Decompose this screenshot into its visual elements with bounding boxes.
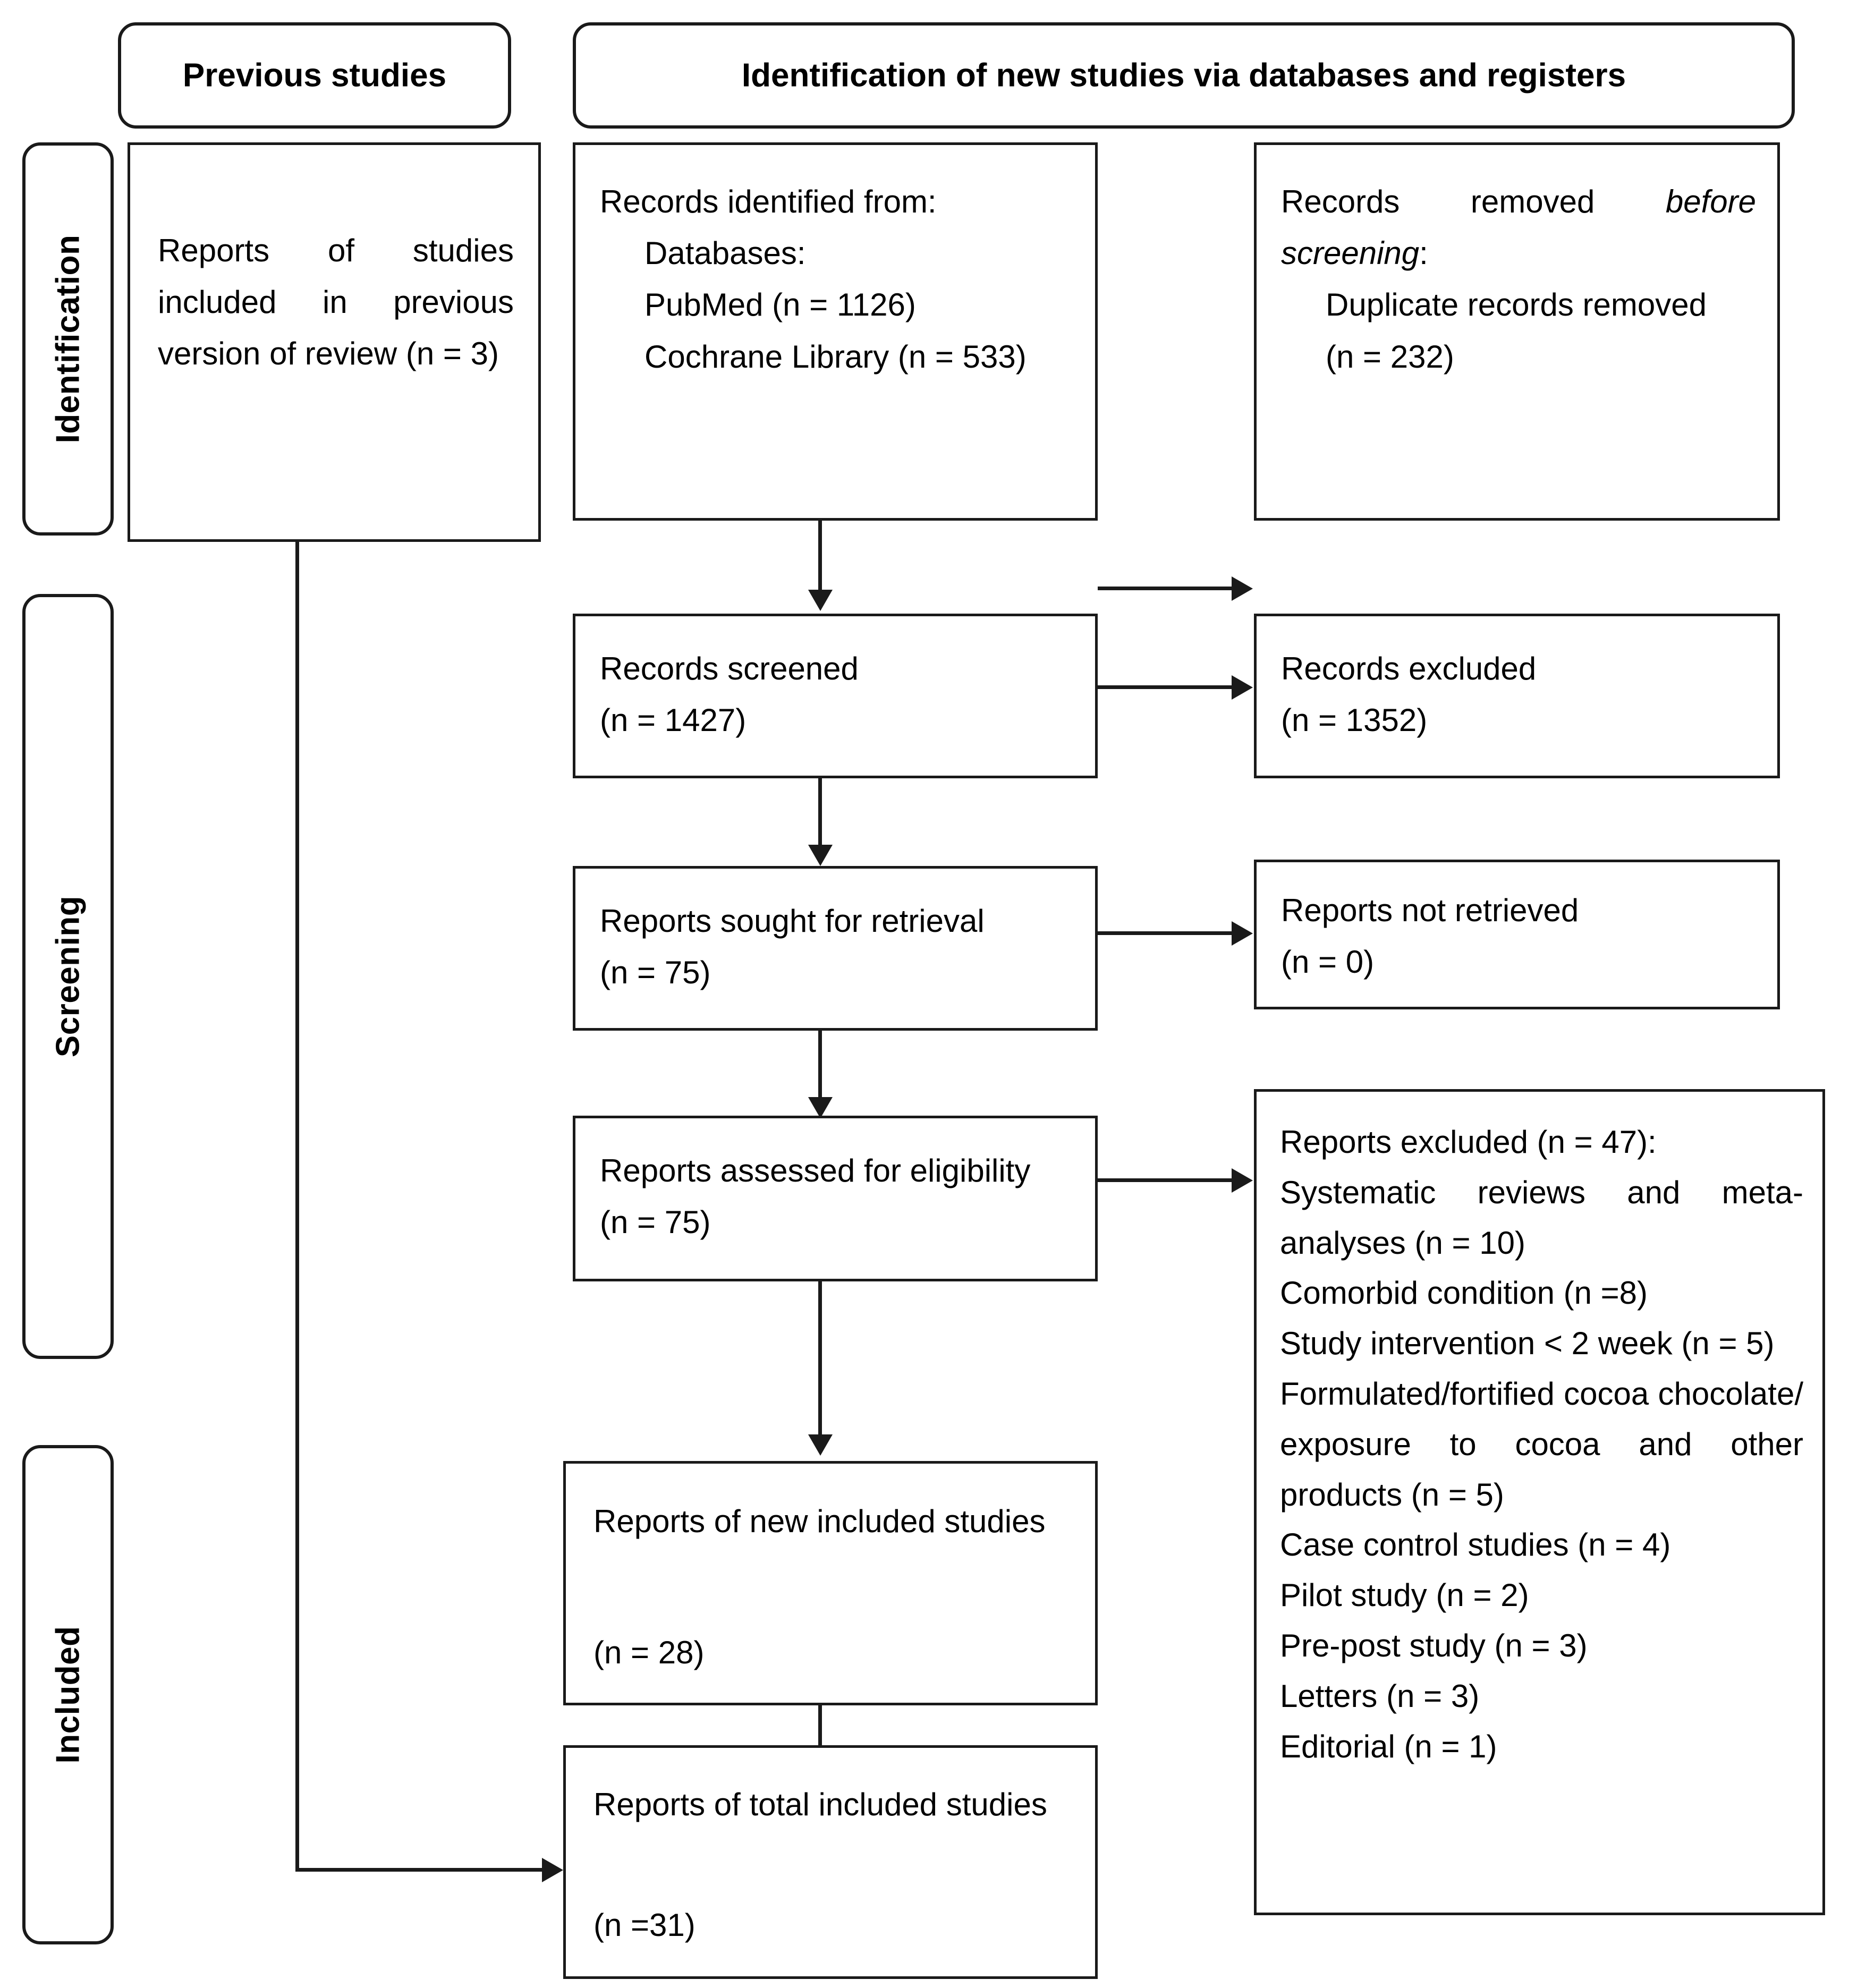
box-records-removed-body: Records removed before screening: Duplic… [1281, 176, 1756, 383]
records-identified-line-2: Databases: [644, 235, 806, 271]
records-removed-line-2: Duplicate records removed [1326, 287, 1707, 323]
header-new-identification-label: Identification of new studies via databa… [741, 57, 1626, 94]
reports-excluded-item-7: Letters (n = 3) [1280, 1678, 1480, 1714]
phase-label-included: Included [49, 1626, 87, 1764]
arrowhead-screened-to-sought [808, 845, 833, 866]
records-removed-italic: before screening [1281, 184, 1756, 271]
box-records-identified: Records identified from: Databases: PubM… [573, 142, 1098, 521]
box-reports-sought-body: Reports sought for retrieval (n = 75) [600, 895, 1074, 998]
records-excluded-line-2: (n = 1352) [1281, 702, 1428, 738]
records-identified-line-1: Records identified from: [600, 184, 937, 219]
records-screened-line-1: Records screened [600, 651, 859, 686]
reports-excluded-heading: Reports excluded (n = 47): [1280, 1124, 1657, 1160]
records-removed-line-1: Records removed before screening: [1281, 184, 1756, 271]
connector-screened-to-sought [818, 778, 822, 847]
box-reports-not-retrieved-body: Reports not retrieved (n = 0) [1281, 885, 1756, 988]
box-reports-assessed-body: Reports assessed for eligibility (n = 75… [600, 1145, 1074, 1248]
phase-rail-screening: Screening [22, 594, 114, 1359]
box-total-included-line-1: Reports of total included studies [593, 1787, 1047, 1822]
box-records-screened-body: Records screened (n = 1427) [600, 643, 1074, 746]
header-previous-studies-label: Previous studies [182, 57, 447, 94]
connector-identified-to-removed [1098, 587, 1233, 590]
reports-sought-line-2: (n = 75) [600, 955, 711, 991]
arrowhead-assessed-to-excluded-detail [1232, 1168, 1253, 1193]
reports-excluded-item-0: Systematic reviews and meta-analyses (n … [1280, 1174, 1803, 1261]
reports-excluded-item-4: Case control studies (n = 4) [1280, 1527, 1671, 1563]
box-reports-not-retrieved: Reports not retrieved (n = 0) [1254, 860, 1780, 1009]
records-identified-line-3: PubMed (n = 1126) [644, 287, 916, 323]
arrowhead-sought-to-not-retrieved [1232, 921, 1253, 946]
records-screened-line-2: (n = 1427) [600, 702, 747, 738]
reports-assessed-line-1: Reports assessed for eligibility [600, 1153, 1031, 1188]
box-records-excluded-body: Records excluded (n = 1352) [1281, 643, 1756, 746]
reports-excluded-item-5: Pilot study (n = 2) [1280, 1577, 1529, 1613]
connector-sought-to-not-retrieved [1098, 931, 1233, 935]
header-new-identification: Identification of new studies via databa… [573, 22, 1795, 129]
reports-excluded-item-6: Pre-post study (n = 3) [1280, 1627, 1588, 1663]
box-reports-excluded-detail-body: Reports excluded (n = 47): Systematic re… [1280, 1117, 1803, 1772]
arrowhead-identified-to-screened [808, 590, 833, 611]
phase-rail-included: Included [22, 1445, 114, 1944]
arrowhead-screened-to-excluded [1232, 675, 1253, 700]
connector-assessed-to-excluded-detail [1098, 1178, 1233, 1182]
header-previous-studies: Previous studies [118, 22, 511, 129]
reports-excluded-item-2: Study intervention < 2 week (n = 5) [1280, 1326, 1775, 1362]
box-new-included-line-1: Reports of new included studies [593, 1503, 1046, 1539]
box-previous-included-studies: Reports of studies included in previous … [128, 142, 541, 542]
reports-not-retrieved-line-1: Reports not retrieved [1281, 893, 1579, 928]
reports-sought-line-1: Reports sought for retrieval [600, 903, 985, 939]
arrowhead-sought-to-assessed [808, 1097, 833, 1118]
box-total-included-line-2: (n =31) [593, 1907, 696, 1943]
box-records-screened: Records screened (n = 1427) [573, 614, 1098, 778]
box-records-removed-before-screening: Records removed before screening: Duplic… [1254, 142, 1780, 521]
phase-rail-identification: Identification [22, 142, 114, 536]
connector-sought-to-assessed [818, 1031, 822, 1100]
records-excluded-line-1: Records excluded [1281, 651, 1537, 686]
box-records-identified-body: Records identified from: Databases: PubM… [600, 176, 1074, 383]
phase-label-identification: Identification [49, 234, 87, 444]
connector-identified-to-screened [818, 521, 822, 592]
reports-excluded-item-8: Editorial (n = 1) [1280, 1728, 1497, 1764]
box-new-included-line-2: (n = 28) [593, 1634, 705, 1670]
connector-previous-to-total-horizontal [295, 1868, 556, 1872]
arrowhead-identified-to-removed [1232, 576, 1253, 601]
reports-excluded-item-1: Comorbid condition (n =8) [1280, 1275, 1648, 1311]
connector-assessed-to-new-included [818, 1281, 822, 1441]
box-records-excluded: Records excluded (n = 1352) [1254, 614, 1780, 778]
box-reports-sought-for-retrieval: Reports sought for retrieval (n = 75) [573, 866, 1098, 1031]
reports-not-retrieved-line-2: (n = 0) [1281, 944, 1375, 980]
connector-previous-to-total-vertical [295, 541, 299, 1872]
box-reports-new-included-studies: Reports of new included studies (n = 28) [563, 1461, 1098, 1705]
box-reports-total-included-studies: Reports of total included studies (n =31… [563, 1745, 1098, 1979]
records-identified-line-4: Cochrane Library (n = 533) [644, 338, 1027, 375]
phase-label-screening: Screening [49, 895, 87, 1058]
reports-assessed-line-2: (n = 75) [600, 1204, 711, 1241]
reports-excluded-item-3: Formulated/fortified cocoa chocolate/ ex… [1280, 1375, 1803, 1513]
box-reports-excluded-detail: Reports excluded (n = 47): Systematic re… [1254, 1089, 1825, 1915]
box-previous-included-studies-text: Reports of studies included in previous … [158, 233, 514, 372]
connector-screened-to-excluded [1098, 685, 1233, 689]
connector-new-to-total-included [818, 1705, 822, 1784]
box-reports-assessed-for-eligibility: Reports assessed for eligibility (n = 75… [573, 1116, 1098, 1281]
arrowhead-assessed-to-new-included [808, 1434, 833, 1456]
arrowhead-previous-to-total [542, 1858, 563, 1882]
records-removed-line-3: (n = 232) [1326, 338, 1454, 375]
